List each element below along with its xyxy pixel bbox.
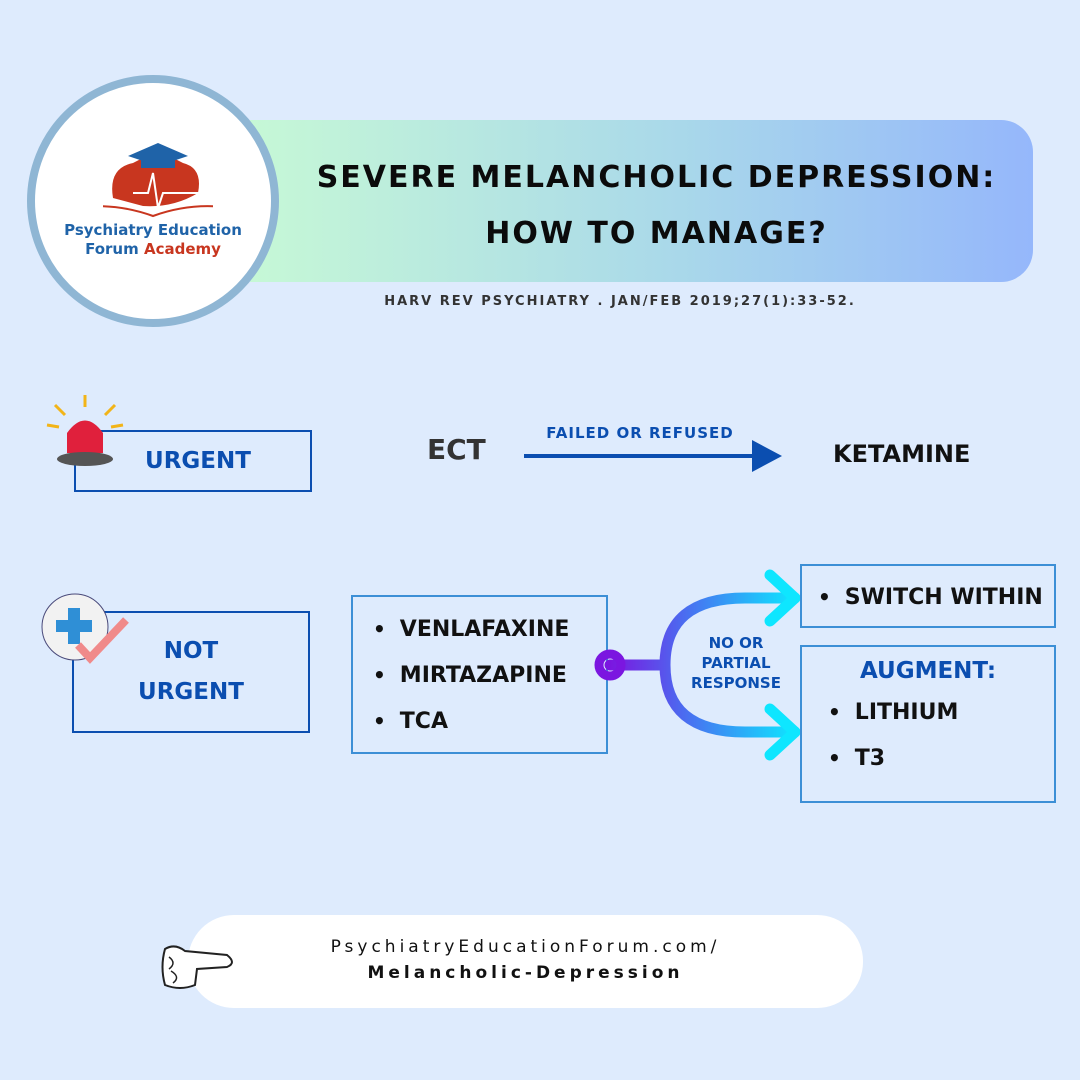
- drug-item: MIRTAZAPINE: [373, 652, 606, 698]
- logo-line1: Psychiatry Education: [64, 221, 242, 239]
- augment-title: AUGMENT:: [859, 658, 997, 684]
- page-title: SEVERE MELANCHOLIC DEPRESSION: HOW TO MA…: [250, 150, 1033, 262]
- citation: HARV REV PSYCHIATRY . JAN/FEB 2019;27(1)…: [384, 294, 856, 309]
- urgent-label: URGENT: [145, 447, 251, 474]
- logo-line2b: Academy: [143, 240, 221, 258]
- drugs-box: VENLAFAXINE MIRTAZAPINE TCA: [351, 595, 608, 754]
- branch-label-line: RESPONSE: [691, 674, 781, 692]
- title-line-2: HOW TO MANAGE?: [485, 216, 828, 251]
- augment-item: T3: [828, 735, 1054, 781]
- siren-icon: [46, 395, 124, 466]
- switch-item: SWITCH WITHIN: [818, 574, 1054, 620]
- augment-item: LITHIUM: [828, 689, 1054, 735]
- right-arrow-icon: [524, 440, 782, 472]
- title-line-1: SEVERE MELANCHOLIC DEPRESSION:: [316, 160, 997, 195]
- arrow-label: FAILED OR REFUSED: [546, 424, 734, 442]
- not-urgent-line1: NOT: [163, 638, 219, 664]
- title-banner: [250, 120, 1033, 282]
- footer-link[interactable]: PsychiatryEducationForum.com/ Melancholi…: [188, 915, 863, 1008]
- augment-box: AUGMENT: LITHIUM T3: [800, 645, 1056, 803]
- footer-url-line2[interactable]: Melancholic-Depression: [367, 963, 684, 983]
- footer-url-line1[interactable]: PsychiatryEducationForum.com/: [330, 937, 721, 957]
- not-urgent-box: NOT URGENT: [72, 611, 310, 733]
- ect-label: ECT: [427, 433, 486, 466]
- ketamine-label: KETAMINE: [833, 440, 971, 468]
- drug-item: TCA: [373, 698, 606, 744]
- branch-label: NO OR PARTIAL RESPONSE: [672, 633, 800, 693]
- not-urgent-line2: URGENT: [138, 679, 244, 705]
- logo-text: Psychiatry Education Forum Academy: [35, 221, 271, 259]
- branch-arrows: [594, 569, 801, 761]
- switch-box: SWITCH WITHIN: [800, 564, 1056, 628]
- branch-label-line: PARTIAL: [701, 654, 771, 672]
- branch-label-line: NO OR: [708, 634, 764, 652]
- brain-cap-icon: [103, 143, 213, 218]
- pointing-hand-icon: [161, 945, 233, 989]
- logo: Psychiatry Education Forum Academy: [27, 75, 279, 327]
- medical-check-icon: [41, 593, 129, 664]
- drug-item: VENLAFAXINE: [373, 606, 606, 652]
- logo-line2a: Forum: [85, 240, 139, 258]
